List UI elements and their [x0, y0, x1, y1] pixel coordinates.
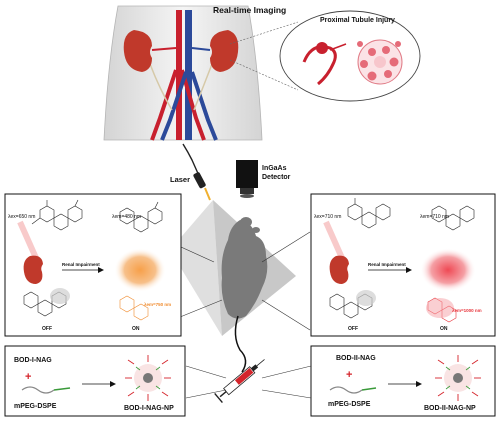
left-off-glow [50, 288, 70, 304]
bottom-left-lipid: mPEG-DSPE [14, 403, 57, 410]
laser-label: Laser [170, 175, 190, 184]
detector-label-line2: Detector [262, 174, 291, 181]
bottom-left-product: BOD-I-NAG-NP [124, 405, 174, 412]
bottom-right-plus: + [346, 369, 352, 381]
left-on-structure [119, 295, 149, 321]
connector-right-bottom [261, 299, 311, 331]
left-probe-structure [31, 199, 83, 231]
connector-syringe-right-bottom [261, 389, 312, 399]
connector-syringe-left-top [185, 365, 227, 379]
bottom-left-nanoparticle [125, 355, 171, 401]
right-off-glow [356, 290, 376, 306]
right-arrow-label: Renal Impairment [368, 262, 406, 267]
right-on-structure-glow [426, 298, 454, 318]
left-emission: λem=480 nm [112, 214, 141, 220]
bottom-right-lipid-chain [329, 386, 363, 394]
left-arrow-label: Renal Impairment [62, 262, 100, 267]
right-panel-kidney [329, 255, 349, 284]
zoom-label: Proximal Tubule Injury [320, 17, 395, 24]
mouse-silhouette [221, 217, 268, 373]
left-kidney [123, 30, 152, 72]
right-on-glow [420, 248, 476, 292]
vena-cava [185, 10, 192, 140]
connector-syringe-left-bottom [185, 389, 227, 399]
zoom-line-bottom [229, 59, 299, 91]
aorta [176, 10, 182, 140]
bottom-right-compound: BOD-II-NAG [336, 355, 376, 362]
syringe-icon [214, 359, 265, 404]
left-on-label: ON [132, 326, 140, 332]
connector-syringe-right-top [261, 365, 312, 379]
right-kidney [210, 30, 239, 72]
right-on-emission: λem=1000 nm [452, 308, 482, 313]
zoom-line-top [229, 21, 299, 45]
right-on-label: ON [440, 326, 448, 332]
title-text: Real-time Imaging [213, 5, 286, 15]
right-off-label: OFF [348, 326, 358, 332]
connector-right-top [261, 231, 311, 263]
left-panel-kidney [23, 255, 43, 284]
right-excitation: λex=710 nm [314, 214, 341, 220]
right-probe-structure [347, 198, 391, 229]
bottom-left-compound: BOD-I-NAG [14, 357, 52, 364]
right-product-structure [431, 205, 475, 231]
zoom-circle [279, 10, 421, 102]
left-on-emission: λem=750 nm [144, 302, 171, 307]
left-excitation: λex=650 nm [8, 214, 35, 220]
ingaas-detector [236, 160, 258, 198]
bottom-right-lipid: mPEG-DSPE [328, 401, 371, 408]
left-on-glow [114, 248, 166, 292]
right-emission: λem=710 nm [420, 214, 449, 220]
right-excitation-beam [323, 220, 345, 260]
bottom-left-lipid-chain [21, 386, 55, 394]
bottom-right-product: BOD-II-NAG-NP [424, 405, 476, 412]
left-product-structure [119, 201, 163, 233]
left-excitation-beam [17, 220, 39, 260]
bottom-left-plus: + [25, 371, 31, 383]
detector-label-line1: InGaAs [262, 165, 287, 172]
laser-probe [182, 143, 211, 201]
imaging-beam-left [170, 200, 222, 336]
left-off-label: OFF [42, 326, 52, 332]
bottom-right-nanoparticle [435, 355, 481, 401]
torso-illustration [103, 5, 263, 141]
